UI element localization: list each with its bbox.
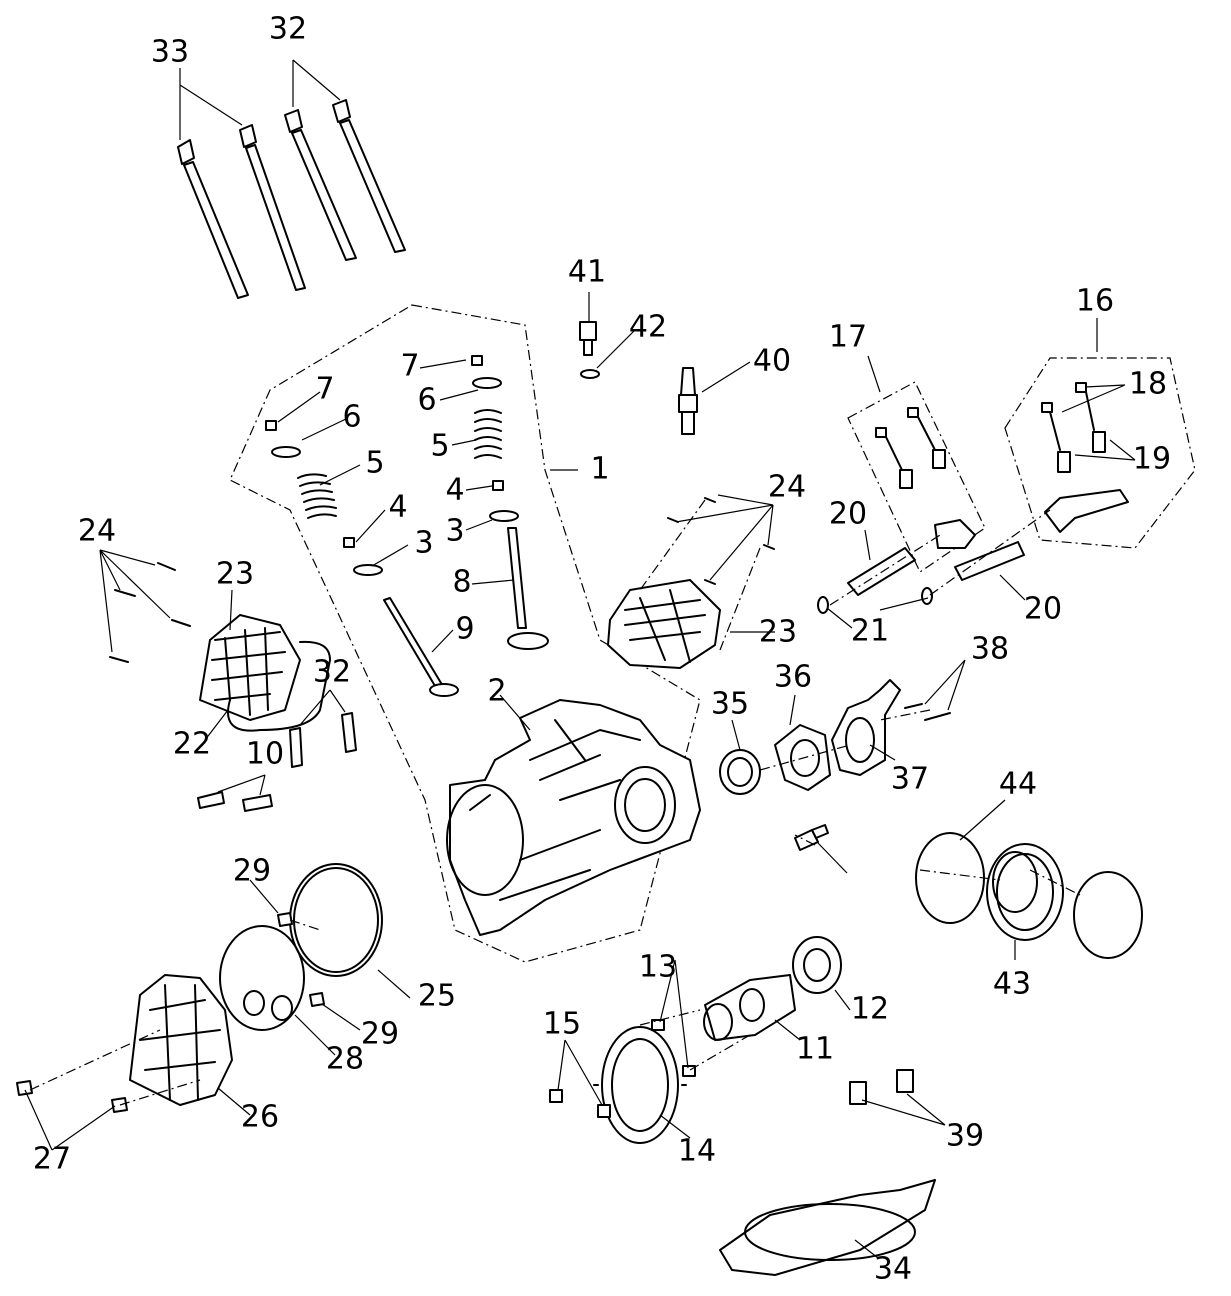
label-32: 32 (313, 655, 351, 690)
cam-cover-plate-28 (219, 925, 305, 1031)
valve-assembly-exhaust (471, 355, 549, 650)
label-5-right: 5 (430, 429, 449, 464)
label-31: 33 (151, 35, 189, 70)
label-30: 32 (269, 12, 307, 47)
label-24-right: 24 (768, 470, 806, 505)
label-25: 25 (418, 979, 456, 1014)
rocker-arm-17 (875, 407, 976, 549)
label-34: 36 (774, 660, 812, 695)
dowels-38 (849, 1069, 914, 1105)
label-21: 21 (851, 614, 889, 649)
label-29-bottom: 29 (361, 1017, 399, 1052)
label-43: 44 (999, 767, 1037, 802)
rocker-shafts (817, 541, 1025, 614)
label-36: 38 (971, 632, 1009, 667)
thermostat-gasket (774, 724, 831, 791)
camshaft (703, 974, 796, 1041)
leader-lines (24, 59, 1136, 1259)
label-37: 34 (874, 1252, 912, 1287)
head-gasket (719, 1179, 936, 1276)
label-2: 2 (487, 674, 506, 709)
label-6-left: 6 (342, 400, 361, 435)
label-1: 1 (590, 452, 609, 487)
label-4-right: 4 (445, 473, 464, 508)
valve-cover-right (607, 497, 775, 669)
spark-plug (678, 367, 698, 435)
side-cover-left (109, 562, 331, 732)
intake-boot (986, 843, 1064, 941)
label-20-right: 20 (1024, 592, 1062, 627)
label-33: 35 (711, 687, 749, 722)
cam-cover-26 (129, 974, 233, 1106)
label-17: 17 (829, 320, 867, 355)
thermostat (719, 749, 761, 795)
label-16: 16 (1076, 284, 1114, 319)
label-14: 14 (678, 1134, 716, 1169)
label-22: 22 (173, 727, 211, 762)
label-5-left: 5 (365, 446, 384, 481)
assembly-centerlines (29, 499, 1081, 1106)
cylinder-head (446, 699, 701, 936)
label-11: 11 (796, 1032, 834, 1067)
label-23-right: 23 (759, 615, 797, 650)
cylinder-head-group-outline (229, 304, 701, 963)
label-28: 28 (326, 1042, 364, 1077)
label-40: 41 (568, 255, 606, 290)
label-26: 26 (241, 1100, 279, 1135)
label-39: 40 (753, 344, 791, 379)
oil-check-bolt (579, 321, 600, 379)
head-bolts-31 (177, 124, 306, 299)
valve-assembly-intake (265, 420, 459, 697)
label-29-top: 29 (233, 854, 271, 889)
cam-sprocket (593, 1026, 687, 1144)
label-6-right: 6 (417, 383, 436, 418)
label-23-left: 23 (216, 557, 254, 592)
sprocket-bolts (549, 1019, 696, 1118)
part-labels: 33 32 41 42 40 17 16 18 19 7 7 6 6 5 5 4… (33, 12, 1171, 1287)
label-8: 8 (452, 565, 471, 600)
label-20-left: 20 (829, 497, 867, 532)
label-38: 39 (946, 1119, 984, 1154)
label-13: 13 (639, 950, 677, 985)
label-27: 27 (33, 1142, 71, 1177)
rocker-arm-16 (1041, 382, 1129, 533)
label-24-left: 24 (78, 514, 116, 549)
label-19: 19 (1133, 442, 1171, 477)
dowel-pins (197, 712, 357, 812)
label-41: 42 (629, 310, 667, 345)
head-bolts-30 (284, 99, 406, 261)
label-3-left: 3 (414, 526, 433, 561)
rocker-arm-group-outline-16 (1004, 357, 1196, 549)
label-42: 43 (993, 967, 1031, 1002)
label-18: 18 (1129, 367, 1167, 402)
bolts-27-29 (16, 912, 325, 1113)
label-35: 37 (891, 762, 929, 797)
temperature-sensor (794, 824, 829, 851)
o-ring-25 (289, 863, 383, 977)
label-7-right: 7 (400, 349, 419, 384)
label-3-right: 3 (445, 514, 464, 549)
label-4-left: 4 (388, 490, 407, 525)
label-15: 15 (543, 1007, 581, 1042)
label-10: 10 (246, 737, 284, 772)
label-9: 9 (455, 612, 474, 647)
thermostat-housing (831, 679, 951, 776)
label-7-left: 7 (315, 372, 334, 407)
label-12: 12 (851, 992, 889, 1027)
camshaft-bearing (792, 936, 842, 994)
